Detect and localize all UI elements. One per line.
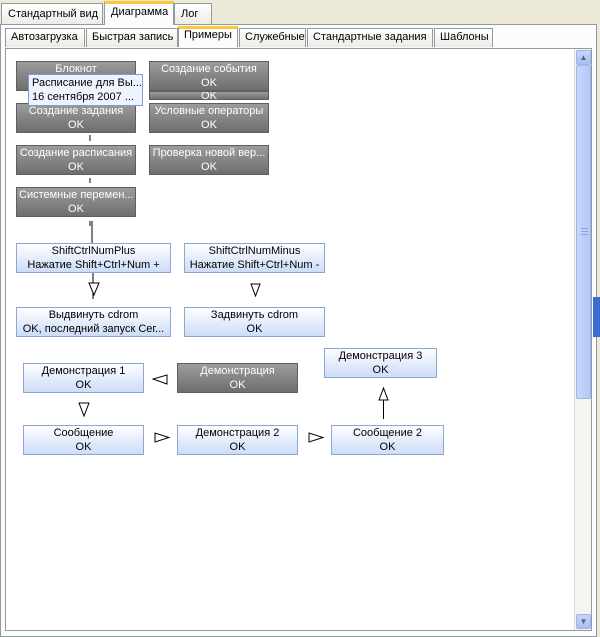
node-title: Задвинуть cdrom [210,309,299,321]
node-title: ShiftCtrlNumPlus [51,245,136,257]
tab-label: Примеры [184,29,232,41]
node-status: OK [75,379,92,391]
node-title: Сообщение [53,427,114,439]
node-title: Создание события [161,63,257,75]
node-status: OK [68,161,84,173]
node-status: OK [201,119,217,131]
grip-line [581,234,588,235]
node-title: Блокнот [55,63,97,75]
node-title: Создание расписания [19,147,133,159]
node-demo-2[interactable]: Демонстрация 2 OK [177,425,298,455]
node-eject-cdrom[interactable]: Выдвинуть cdrom OK, последний запуск Сег… [16,307,171,337]
collapse-handle[interactable] [593,297,600,337]
node-title: Сообщение 2 [352,427,423,439]
node-title: Демонстрация 1 [41,365,126,377]
node-shift-minus[interactable]: ShiftCtrlNumMinus Нажатие Shift+Ctrl+Num… [184,243,325,273]
node-status: OK [201,161,217,173]
node-create-event[interactable]: Создание события OK [149,61,269,91]
tab-label: Автозагрузка [11,31,78,43]
node-status: OK [246,323,263,335]
node-title: Проверка новой вер... [152,147,266,159]
top-tab-bar: Стандартный вид Диаграмма Лог [0,0,600,26]
tab-label: Служебные [245,31,305,43]
node-title: Выдвинуть cdrom [48,309,139,321]
node-create-task[interactable]: Создание задания OK [16,103,136,133]
node-status: Нажатие Shift+Ctrl+Num + [27,259,160,271]
grip-line [581,231,588,232]
grip-line [581,228,588,229]
node-create-schedule[interactable]: Создание расписания OK [16,145,136,175]
node-conditional-operators[interactable]: Условные операторы OK [149,103,269,133]
node-create-event-2[interactable]: OK [149,91,269,100]
tab-log[interactable]: Лог [174,3,212,25]
node-demo-1[interactable]: Демонстрация 1 OK [23,363,144,393]
node-close-cdrom[interactable]: Задвинуть cdrom OK [184,307,325,337]
node-title: Создание задания [28,105,124,117]
node-title: Демонстрация 2 [195,427,280,439]
vertical-scrollbar[interactable]: ▲ ▼ [574,49,591,630]
subtab-standard-tasks[interactable]: Стандартные задания [307,28,433,47]
node-status: OK [229,379,246,391]
tab-standard-view[interactable]: Стандартный вид [1,3,103,25]
node-title: ShiftCtrlNumMinus [208,245,301,257]
node-demo[interactable]: Демонстрация OK [177,363,298,393]
node-status: Нажатие Shift+Ctrl+Num - [189,259,320,271]
subtab-templates[interactable]: Шаблоны [434,28,493,47]
connector-lines [78,135,389,443]
node-title: Системные перемен... [19,189,134,201]
node-demo-3[interactable]: Демонстрация 3 OK [324,348,437,378]
node-title: Условные операторы [154,105,264,117]
node-check-new-version[interactable]: Проверка новой вер... OK [149,145,269,175]
node-status: OK [201,91,217,100]
node-system-variables[interactable]: Системные перемен... OK [16,187,136,217]
node-status: OK [372,364,389,376]
tab-label: Шаблоны [440,31,489,43]
node-status: OK, последний запуск Сег... [22,323,165,335]
node-status: OK [229,441,246,453]
scroll-up-icon[interactable]: ▲ [576,50,591,65]
node-message-2[interactable]: Сообщение 2 OK [331,425,444,455]
node-title: Демонстрация 3 [338,350,423,362]
scrollbar-thumb[interactable] [576,65,591,399]
tab-label: Быстрая запись [92,31,174,43]
tab-label: Лог [181,8,199,20]
tab-diagram[interactable]: Диаграмма [104,1,174,25]
node-status: OK [201,77,217,89]
tooltip-line1: Расписание для Вы... [32,77,142,89]
subtab-quick-record[interactable]: Быстрая запись [86,28,178,47]
subtab-autoload[interactable]: Автозагрузка [5,28,85,47]
diagram-canvas: Блокнот OK Расписание для Вы... 16 сентя… [5,48,592,631]
scroll-down-icon[interactable]: ▼ [576,614,591,629]
subtab-service[interactable]: Служебные [239,28,306,47]
node-message[interactable]: Сообщение OK [23,425,144,455]
node-tooltip: Расписание для Вы... 16 сентября 2007 ..… [28,74,143,106]
tab-label: Стандартные задания [313,31,427,43]
tooltip-line2: 16 сентября 2007 ... [32,91,134,103]
node-shift-plus[interactable]: ShiftCtrlNumPlus Нажатие Shift+Ctrl+Num … [16,243,171,273]
tab-label: Диаграмма [111,6,169,18]
tab-label: Стандартный вид [8,8,99,20]
node-status: OK [75,441,92,453]
subtab-examples[interactable]: Примеры [178,26,238,47]
node-status: OK [379,441,396,453]
node-status: OK [68,119,84,131]
node-title: Демонстрация [200,365,275,377]
node-status: OK [68,203,84,215]
